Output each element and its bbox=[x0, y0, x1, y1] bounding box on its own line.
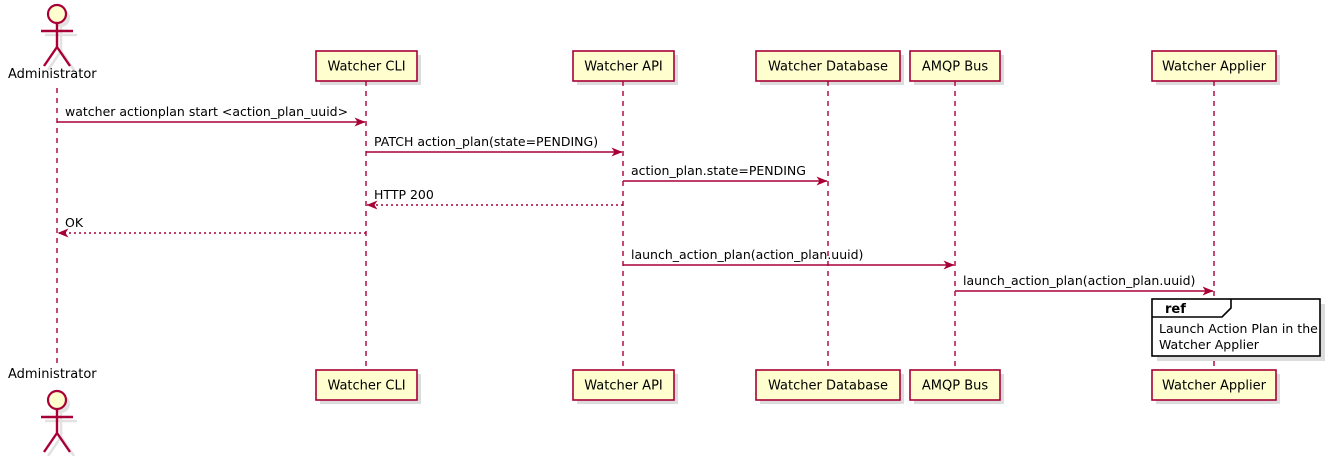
actor-body-shadow bbox=[45, 27, 77, 71]
ref-body-line-1: Watcher Applier bbox=[1159, 337, 1260, 352]
message-label-3: action_plan.state=PENDING bbox=[631, 163, 806, 178]
message-2[interactable]: PATCH action_plan(state=PENDING) bbox=[366, 134, 623, 157]
participant-label-database-bottom: Watcher Database bbox=[768, 379, 888, 394]
message-label-4: HTTP 200 bbox=[374, 187, 434, 202]
message-3[interactable]: action_plan.state=PENDING bbox=[623, 163, 828, 186]
message-label-1: watcher actionplan start <action_plan_uu… bbox=[65, 104, 348, 119]
box-shadows bbox=[320, 55, 1280, 404]
actor-head-icon-top bbox=[46, 3, 68, 25]
participant-label-applier-top: Watcher Applier bbox=[1162, 60, 1267, 75]
ref-title-label: ref bbox=[1165, 302, 1186, 317]
ref-tab-outline bbox=[1152, 299, 1232, 318]
participant-api-top[interactable]: Watcher API bbox=[572, 50, 675, 82]
actor-head-icon-bottom bbox=[46, 389, 68, 411]
participant-amqp-top[interactable]: AMQP Bus bbox=[909, 50, 1001, 82]
participant-box-database-top[interactable] bbox=[755, 50, 901, 82]
ref-outer-rect[interactable] bbox=[1151, 298, 1321, 357]
participant-box-applier-top[interactable] bbox=[1151, 50, 1277, 82]
participant-api-bottom[interactable]: Watcher API bbox=[572, 369, 675, 401]
participant-label-amqp-top: AMQP Bus bbox=[922, 60, 988, 75]
participant-box-api-top[interactable] bbox=[572, 50, 675, 82]
participant-database-bottom[interactable]: Watcher Database bbox=[755, 369, 901, 401]
message-label-2: PATCH action_plan(state=PENDING) bbox=[374, 134, 598, 149]
actor-administrator-bottom[interactable]: Administrator bbox=[8, 367, 97, 456]
message-label-7: launch_action_plan(action_plan.uuid) bbox=[963, 273, 1195, 288]
participant-box-cli-bottom[interactable] bbox=[315, 369, 418, 401]
participant-box-applier-bottom[interactable] bbox=[1151, 369, 1277, 401]
participant-cli-top[interactable]: Watcher CLI bbox=[315, 50, 418, 82]
participant-label-cli-top: Watcher CLI bbox=[327, 60, 405, 75]
participant-label-cli-bottom: Watcher CLI bbox=[327, 379, 405, 394]
actor-body-icon-top bbox=[41, 23, 73, 67]
messages: watcher actionplan start <action_plan_uu… bbox=[57, 104, 1214, 296]
participant-boxes: Watcher CLI Watcher CLI Watcher API Watcher… bbox=[315, 50, 1277, 401]
participant-box-cli-top[interactable] bbox=[315, 50, 418, 82]
participant-amqp-bottom[interactable]: AMQP Bus bbox=[909, 369, 1001, 401]
participant-cli-bottom[interactable]: Watcher CLI bbox=[315, 369, 418, 401]
message-label-6: launch_action_plan(action_plan.uuid) bbox=[631, 247, 863, 262]
participant-applier-bottom[interactable]: Watcher Applier bbox=[1151, 369, 1277, 401]
actor-administrator-top[interactable]: Administrator bbox=[8, 3, 97, 82]
actor-label-administrator-bottom: Administrator bbox=[8, 367, 97, 382]
participant-box-database-bottom[interactable] bbox=[755, 369, 901, 401]
message-5[interactable]: OK bbox=[57, 215, 366, 238]
actor-body-icon-bottom bbox=[41, 409, 73, 453]
message-7[interactable]: launch_action_plan(action_plan.uuid) bbox=[955, 273, 1214, 296]
message-1[interactable]: watcher actionplan start <action_plan_uu… bbox=[57, 104, 366, 127]
message-4[interactable]: HTTP 200 bbox=[366, 187, 623, 210]
actor-label-administrator-top: Administrator bbox=[8, 67, 97, 82]
participant-label-amqp-bottom: AMQP Bus bbox=[922, 379, 988, 394]
message-label-5: OK bbox=[65, 215, 84, 230]
participant-box-amqp-bottom[interactable] bbox=[909, 369, 1001, 401]
participant-label-applier-bottom: Watcher Applier bbox=[1162, 379, 1267, 394]
participant-label-api-top: Watcher API bbox=[584, 60, 663, 75]
lifelines bbox=[56, 81, 1215, 370]
participant-database-top[interactable]: Watcher Database bbox=[755, 50, 901, 82]
message-6[interactable]: launch_action_plan(action_plan.uuid) bbox=[623, 247, 955, 270]
participant-box-amqp-top[interactable] bbox=[909, 50, 1001, 82]
participant-label-database-top: Watcher Database bbox=[768, 60, 888, 75]
participant-label-api-bottom: Watcher API bbox=[584, 379, 663, 394]
actor-body-shadow bbox=[45, 413, 77, 456]
ref-body-line-0: Launch Action Plan in the bbox=[1159, 321, 1318, 336]
participant-box-api-bottom[interactable] bbox=[572, 369, 675, 401]
participant-applier-top[interactable]: Watcher Applier bbox=[1151, 50, 1277, 82]
